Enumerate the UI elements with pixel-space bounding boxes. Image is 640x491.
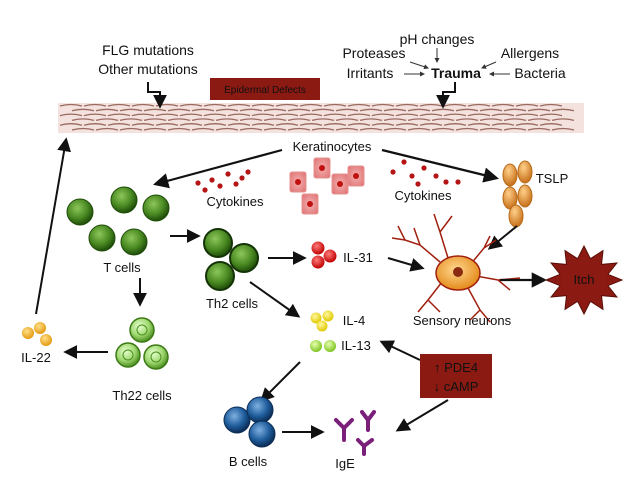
allergens-arrow: [481, 61, 497, 69]
trauma-arrow: [436, 82, 456, 109]
t-cells: [66, 186, 170, 256]
il13-label: IL-13: [341, 338, 371, 353]
epidermal-defects-box: Epidermal Defects: [210, 78, 320, 100]
il31-label: IL-31: [343, 250, 373, 265]
epidermal-defects-label: Epidermal Defects: [224, 85, 306, 96]
mutations-label-2: Other mutations: [98, 61, 198, 77]
th22-cells: [115, 317, 169, 370]
th2-cells: [203, 228, 259, 291]
il4-particles: [310, 310, 334, 332]
tslp-to-neuron-arrow: [487, 225, 518, 250]
th22-cells-label: Th22 cells: [112, 388, 172, 403]
il31-particles: [311, 241, 337, 269]
pde4-camp-box: ↑ PDE4 ↓ cAMP: [420, 354, 492, 398]
cytokines-right-label: Cytokines: [394, 188, 452, 203]
keratinocyte-cells: [289, 157, 365, 215]
il4-to-bcells-arrow: [260, 361, 301, 402]
b-cells-label: B cells: [229, 454, 268, 469]
sensory-neurons-label: Sensory neurons: [413, 313, 512, 328]
camp-label: ↓ cAMP: [434, 379, 479, 394]
trauma-label: Trauma: [431, 65, 481, 81]
ige-label: IgE: [335, 456, 355, 471]
tslp-particles: [502, 160, 533, 228]
itch-burst: [544, 244, 624, 316]
il22-particles: [22, 322, 52, 346]
tslp-label: TSLP: [536, 171, 569, 186]
irritants-label: Irritants: [347, 65, 394, 81]
sensory-neuron: [391, 213, 521, 323]
mutations-arrow: [147, 82, 167, 109]
epidermis-band: [58, 103, 584, 133]
pde4-to-ige-arrow: [395, 399, 449, 432]
cytokines-right-dots: [390, 159, 461, 187]
cytokines-left-dots: [195, 169, 251, 193]
t-cells-label: T cells: [103, 260, 141, 275]
pde4-to-il13-arrow: [379, 340, 421, 361]
il22-to-epidermis-arrow: [35, 137, 71, 315]
il4-label: IL-4: [343, 313, 365, 328]
allergens-label: Allergens: [501, 45, 559, 61]
itch-label: Itch: [574, 272, 595, 287]
th2-cells-label: Th2 cells: [206, 296, 259, 311]
proteases-arrow: [409, 61, 429, 70]
il13-particles: [310, 340, 336, 352]
ph-changes-label: pH changes: [400, 31, 475, 47]
ige-antibodies: [334, 410, 376, 456]
il22-label: IL-22: [21, 350, 51, 365]
il31-to-neuron-arrow: [387, 257, 425, 272]
bacteria-label: Bacteria: [514, 65, 566, 81]
proteases-label: Proteases: [342, 45, 405, 61]
mutations-label-1: FLG mutations: [102, 42, 194, 58]
cytokines-left-label: Cytokines: [206, 194, 264, 209]
pde4-label: ↑ PDE4: [434, 360, 478, 375]
kera-to-tcells-arrow: [153, 148, 283, 189]
keratinocytes-label: Keratinocytes: [293, 139, 372, 154]
b-cells: [223, 396, 276, 448]
kera-to-tslp-arrow: [381, 148, 499, 183]
th2-to-il4-arrow: [249, 281, 301, 318]
